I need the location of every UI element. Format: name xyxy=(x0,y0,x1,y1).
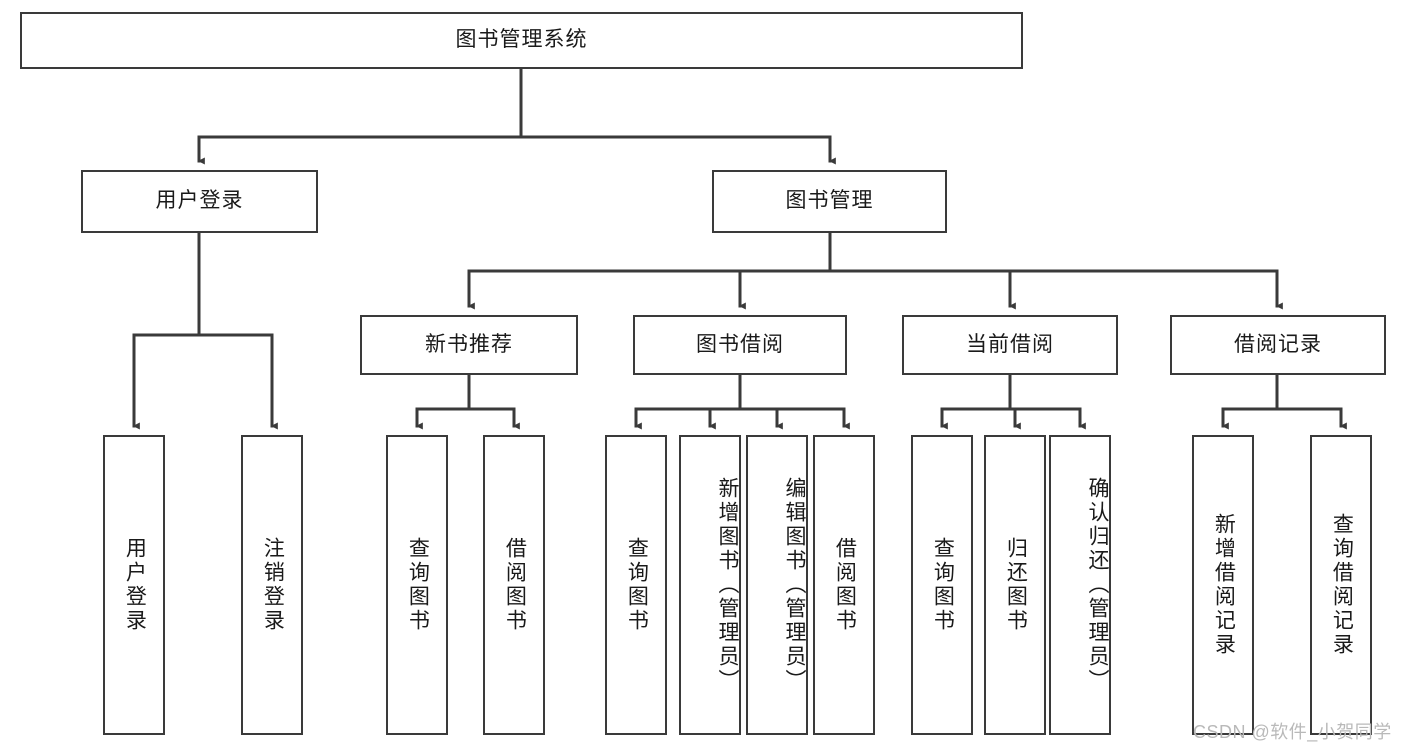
node-user-login-label: 用户登录 xyxy=(155,189,244,213)
node-leaf-query-book-current-label: 查询图书 xyxy=(931,537,955,633)
node-leaf-query-book-current[interactable]: 查询图书 xyxy=(911,435,973,735)
node-leaf-confirm-return-label: 确认归还（管理员） xyxy=(1086,477,1109,693)
node-leaf-add-borrow-record[interactable]: 新增借阅记录 xyxy=(1192,435,1254,735)
node-user-login[interactable]: 用户登录 xyxy=(81,170,318,233)
node-current-borrow[interactable]: 当前借阅 xyxy=(902,315,1118,375)
node-leaf-query-book-recommend-label: 查询图书 xyxy=(406,537,430,633)
node-leaf-return-book-label: 归还图书 xyxy=(1004,537,1028,633)
node-leaf-borrow-book-recommend[interactable]: 借阅图书 xyxy=(483,435,545,735)
node-book-management-label: 图书管理 xyxy=(785,189,874,213)
node-leaf-query-book-borrow[interactable]: 查询图书 xyxy=(605,435,667,735)
node-leaf-query-book-recommend[interactable]: 查询图书 xyxy=(386,435,448,735)
node-leaf-user-login[interactable]: 用户登录 xyxy=(103,435,165,735)
node-leaf-add-book-label: 新增图书（管理员） xyxy=(716,477,739,693)
node-leaf-confirm-return[interactable]: 确认归还（管理员） xyxy=(1049,435,1111,735)
node-borrow-records-label: 借阅记录 xyxy=(1234,332,1322,356)
node-leaf-add-borrow-record-label: 新增借阅记录 xyxy=(1212,513,1236,657)
node-leaf-borrow-book-recommend-label: 借阅图书 xyxy=(503,537,527,633)
node-borrow-records[interactable]: 借阅记录 xyxy=(1170,315,1386,375)
node-leaf-borrow-book-label: 借阅图书 xyxy=(833,537,857,633)
node-leaf-edit-book-label: 编辑图书（管理员） xyxy=(783,477,806,693)
node-book-borrow[interactable]: 图书借阅 xyxy=(633,315,847,375)
node-leaf-user-login-label: 用户登录 xyxy=(123,537,147,633)
node-leaf-edit-book[interactable]: 编辑图书（管理员） xyxy=(746,435,808,735)
node-leaf-query-borrow-record[interactable]: 查询借阅记录 xyxy=(1310,435,1372,735)
node-current-borrow-label: 当前借阅 xyxy=(966,332,1054,356)
node-leaf-user-logout-label: 注销登录 xyxy=(261,537,285,633)
node-book-management[interactable]: 图书管理 xyxy=(712,170,947,233)
node-new-book-recommend[interactable]: 新书推荐 xyxy=(360,315,578,375)
node-root[interactable]: 图书管理系统 xyxy=(20,12,1023,69)
node-root-label: 图书管理系统 xyxy=(455,28,588,52)
node-new-book-recommend-label: 新书推荐 xyxy=(425,332,513,356)
node-leaf-query-borrow-record-label: 查询借阅记录 xyxy=(1330,513,1354,657)
node-book-borrow-label: 图书借阅 xyxy=(696,332,784,356)
node-leaf-return-book[interactable]: 归还图书 xyxy=(984,435,1046,735)
node-leaf-add-book[interactable]: 新增图书（管理员） xyxy=(679,435,741,735)
watermark: CSDN @软件_小贺同学 xyxy=(1193,718,1392,744)
node-leaf-user-logout[interactable]: 注销登录 xyxy=(241,435,303,735)
node-leaf-borrow-book[interactable]: 借阅图书 xyxy=(813,435,875,735)
node-leaf-query-book-borrow-label: 查询图书 xyxy=(625,537,649,633)
watermark-text: CSDN @软件_小贺同学 xyxy=(1193,722,1392,742)
